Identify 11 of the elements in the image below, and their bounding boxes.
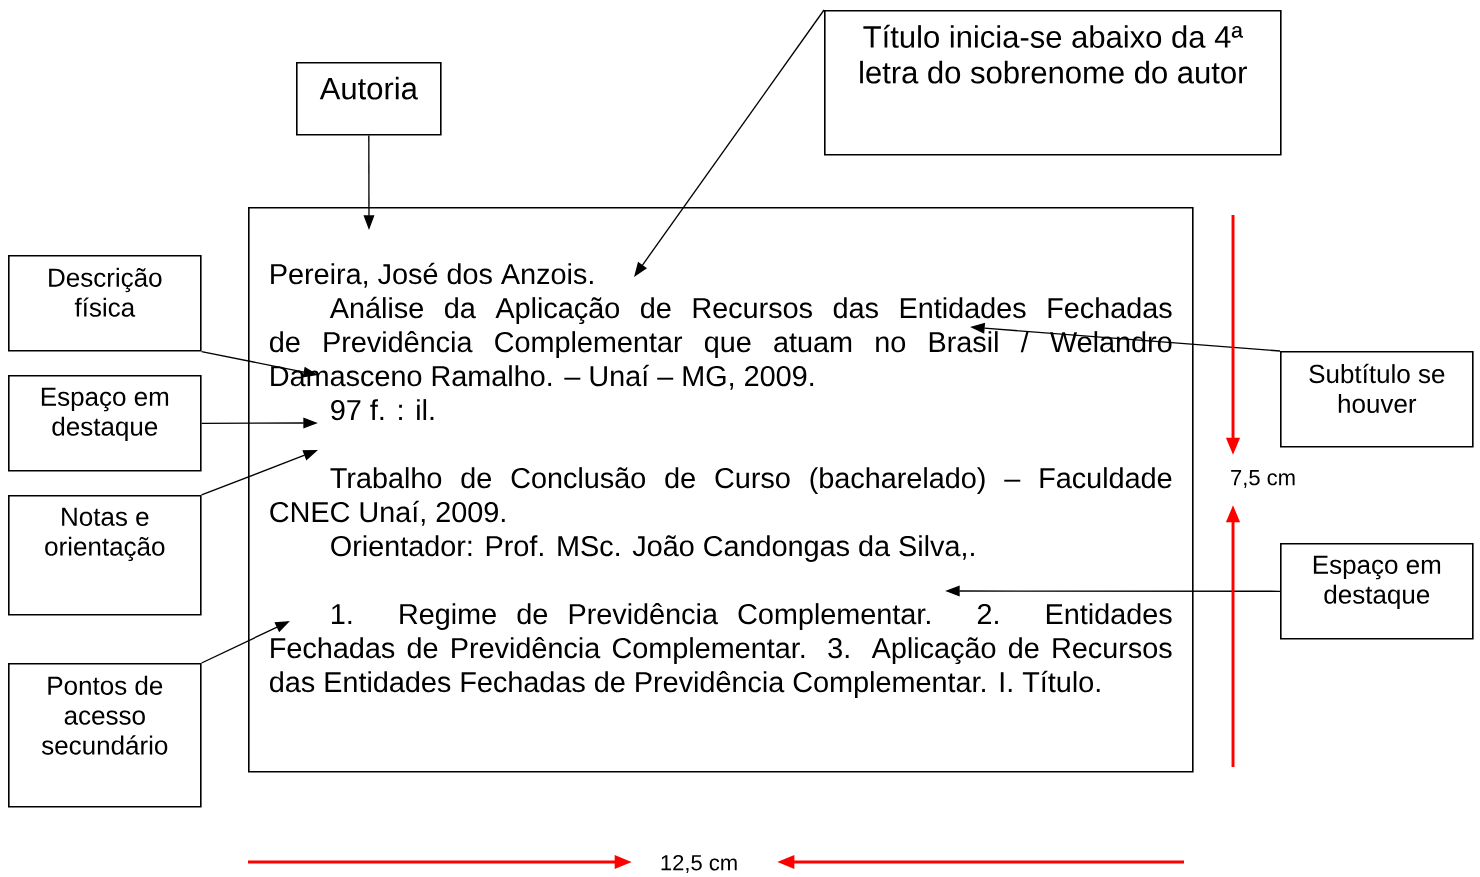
text-box: Notas e orientação [8, 495, 202, 616]
text-box: Autoria [296, 62, 442, 136]
text-box: Pontos de acesso secundário [8, 663, 202, 808]
text-box: Espaço em destaque [1280, 543, 1474, 640]
text-box: Título inicia-se abaixo da 4ª letra do sobrenome do autor [824, 10, 1282, 156]
dimension-label: 12,5 cm [661, 854, 737, 874]
text-box: Espaço em destaque [8, 375, 202, 472]
text-box: Descrição física [8, 255, 202, 352]
dimension-label: 7,5 cm [1231, 470, 1295, 488]
arrow [634, 9, 825, 277]
text-box: Subtítulo se houver [1280, 351, 1474, 448]
